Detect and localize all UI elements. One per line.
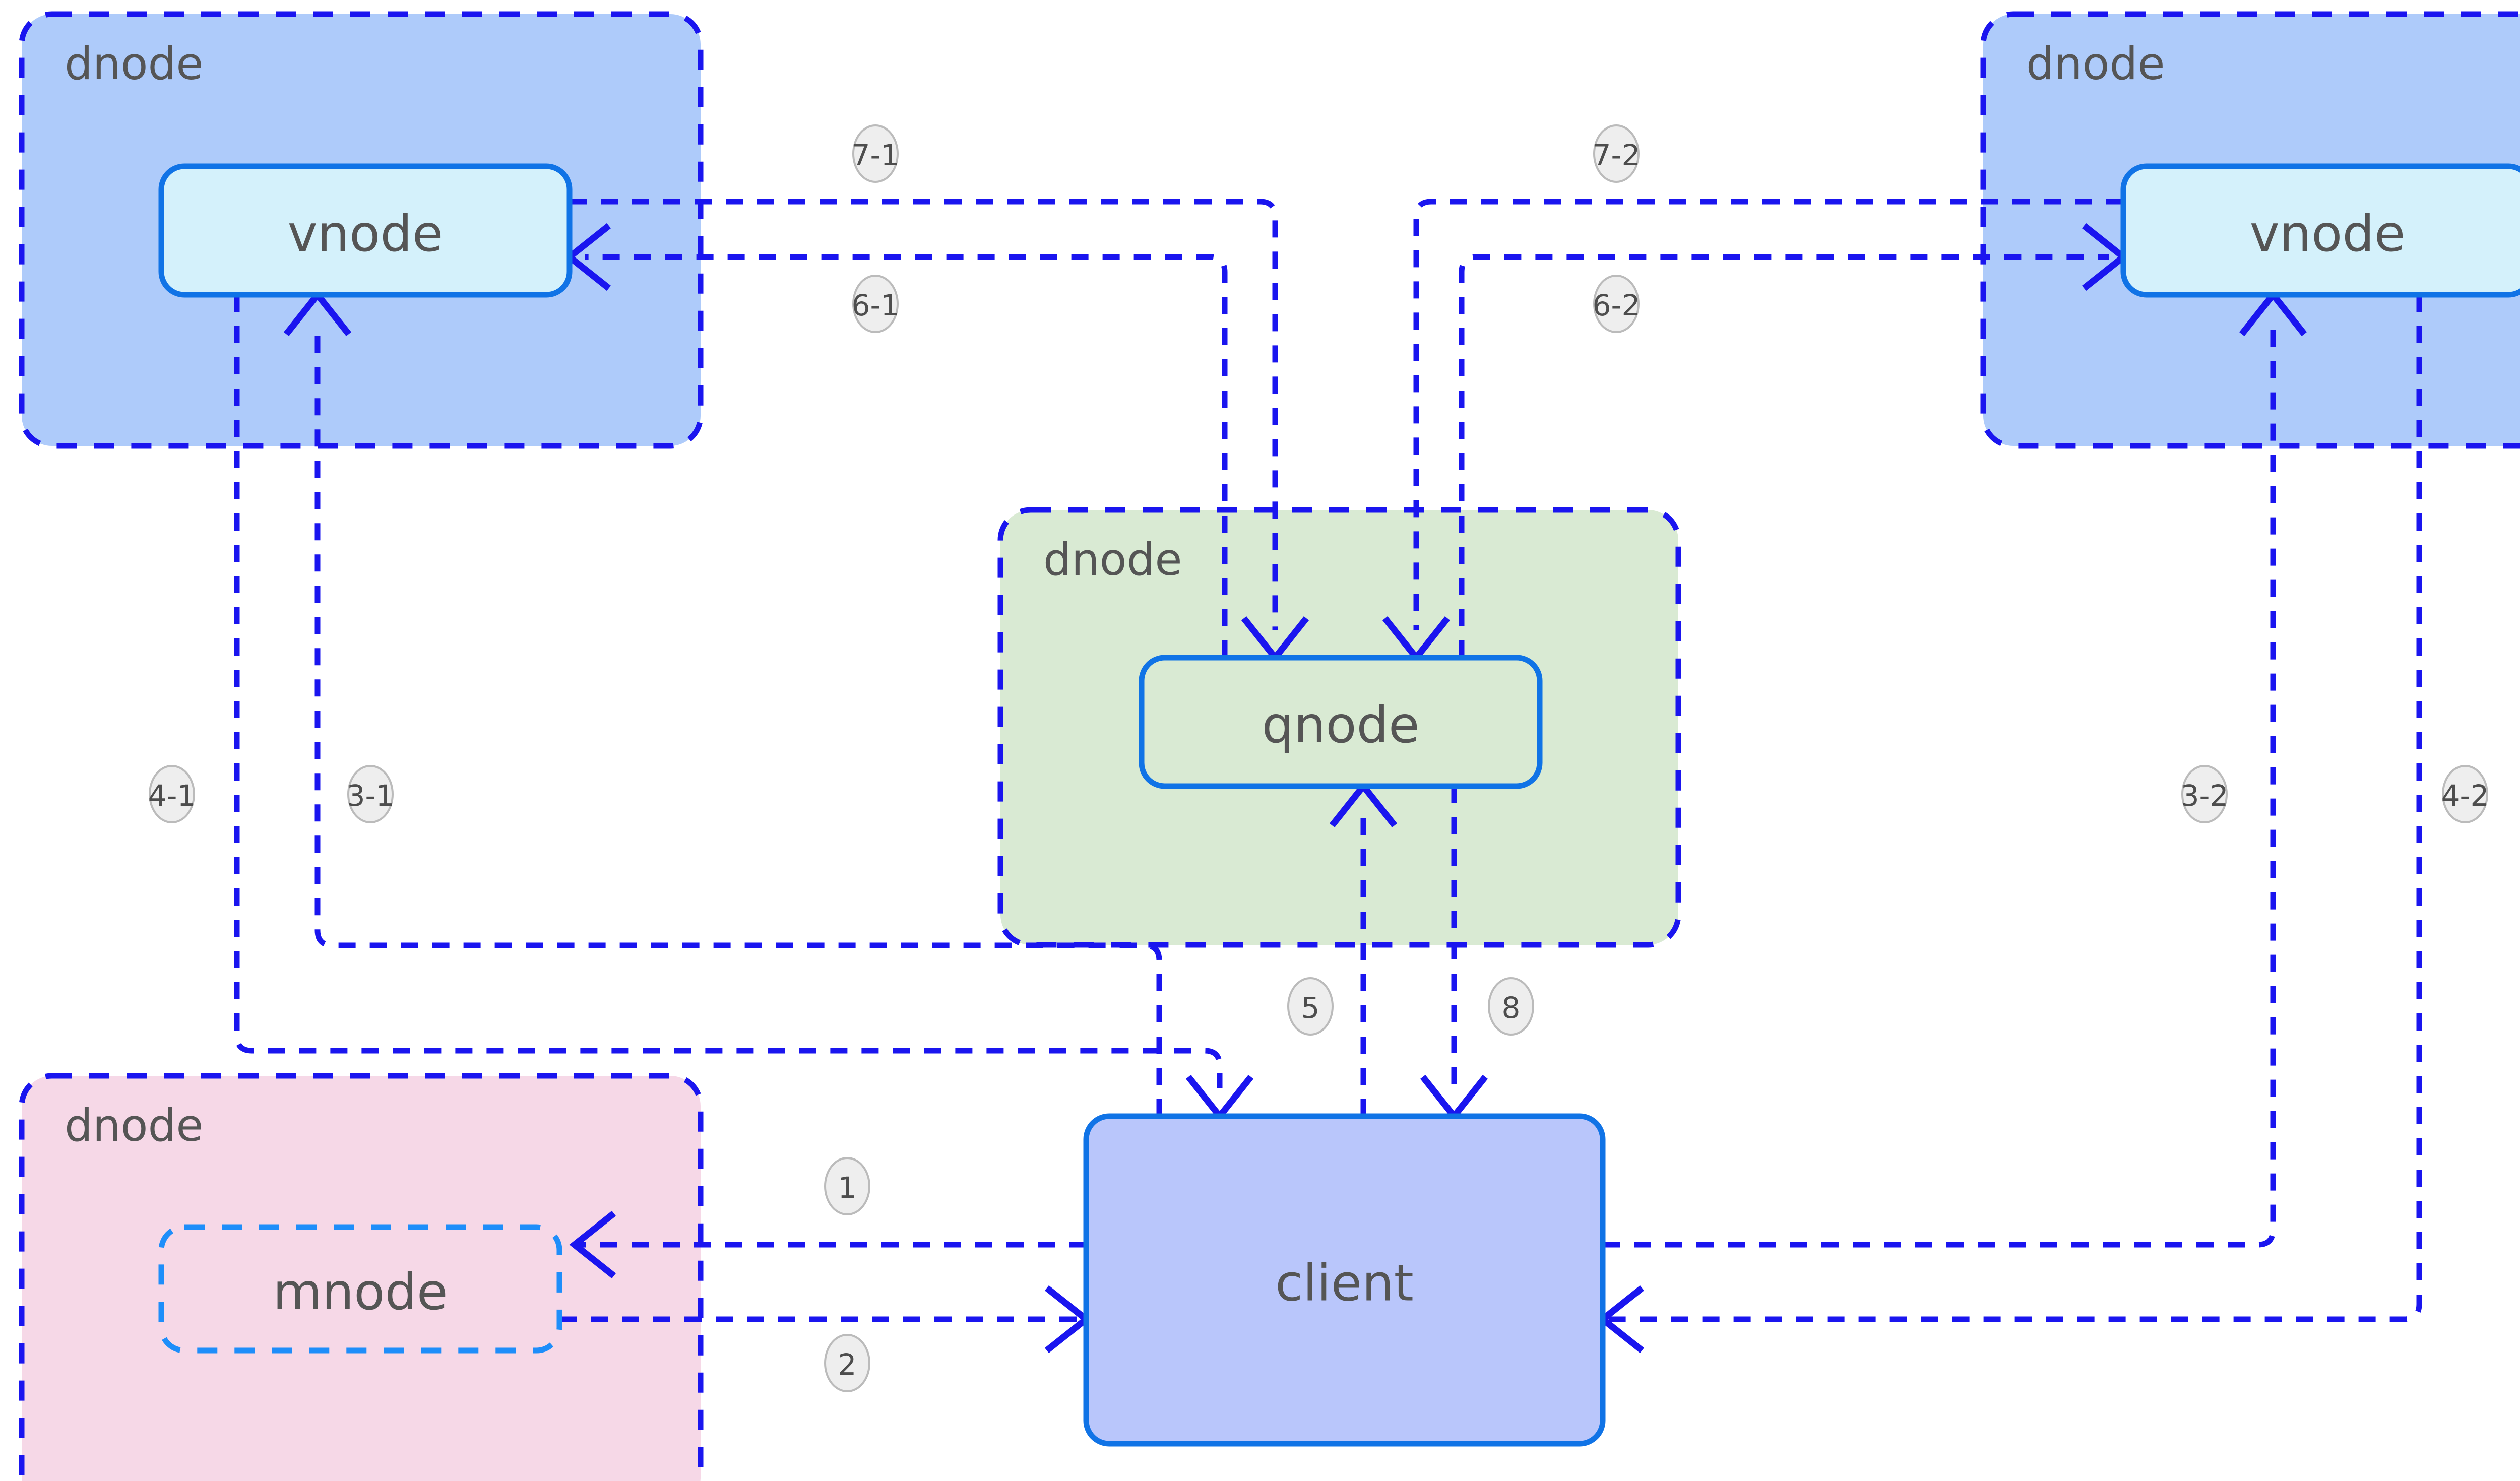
container-label: dnode (65, 38, 203, 90)
badge-7-2: 7-2 (1593, 124, 1641, 183)
badge-7-1: 7-1 (852, 124, 900, 183)
badge-ellipse (852, 124, 899, 183)
node-label: vnode (288, 204, 444, 263)
badge-layer: 7-1 6-1 7-2 6-2 4-1 3-1 3-2 4-2 5 8 1 2 (148, 124, 2489, 1392)
badge-3-1: 3-1 (347, 765, 395, 823)
node-box[interactable] (1139, 655, 1543, 789)
badge-ellipse (2442, 765, 2488, 823)
badge-4-1: 4-1 (148, 765, 196, 823)
badge-3-2: 3-2 (2181, 765, 2229, 823)
badge-label: 5 (1301, 991, 1320, 1025)
edge-line (570, 199, 1278, 630)
badge-4-2: 4-2 (2441, 765, 2489, 823)
badge-label: 2 (838, 1347, 857, 1382)
badge-8: 8 (1488, 977, 1534, 1036)
badge-label: 7-1 (852, 138, 900, 172)
badge-ellipse (824, 1334, 870, 1392)
node-label: client (1275, 1254, 1414, 1313)
edge-4-2 (1597, 295, 2422, 1354)
node-qnode[interactable]: qnode (1139, 655, 1543, 789)
node-vnode-left[interactable]: vnode (158, 163, 573, 298)
node-box[interactable] (1083, 1113, 1606, 1447)
node-vnode-right[interactable]: vnode (2120, 163, 2520, 298)
container-label: dnode (2026, 38, 2165, 90)
container-label: dnode (1043, 534, 1182, 586)
node-client[interactable]: client (1083, 1113, 1606, 1447)
badge-5: 5 (1287, 977, 1334, 1036)
node-mnode[interactable]: mnode (158, 1224, 562, 1354)
badge-6-2: 6-2 (1593, 275, 1641, 333)
container-label: dnode (65, 1100, 203, 1151)
badge-label: 4-1 (148, 779, 196, 813)
badge-label: 6-2 (1593, 288, 1641, 323)
node-label: mnode (273, 1262, 448, 1321)
edge-layer (234, 199, 2422, 1354)
badge-ellipse (149, 765, 195, 823)
edge-line (1459, 254, 2109, 658)
edge-line (585, 254, 1228, 658)
badge-label: 4-2 (2441, 779, 2489, 813)
edge-1 (569, 1210, 1086, 1279)
node-box[interactable] (158, 1224, 562, 1354)
badge-ellipse (2181, 765, 2228, 823)
node-layer: vnode vnode qnode mnode client (158, 163, 2520, 1447)
edge-line (1603, 295, 2422, 1322)
badge-label: 3-1 (347, 779, 395, 813)
badge-ellipse (1593, 124, 1640, 183)
badge-ellipse (1488, 977, 1534, 1036)
badge-ellipse (852, 275, 899, 333)
badge-label: 1 (838, 1171, 857, 1205)
edge-line (1603, 323, 2276, 1248)
node-box[interactable] (2120, 163, 2520, 298)
badge-2: 2 (824, 1334, 870, 1392)
edge-arrowhead (569, 1210, 616, 1279)
node-label: qnode (1262, 695, 1419, 754)
badge-label: 3-2 (2181, 779, 2229, 813)
badge-ellipse (1593, 275, 1640, 333)
badge-ellipse (1287, 977, 1334, 1036)
badge-1: 1 (824, 1157, 870, 1215)
node-box[interactable] (158, 163, 573, 298)
badge-ellipse (824, 1157, 870, 1215)
badge-label: 7-2 (1593, 138, 1641, 172)
edge-line (314, 323, 1162, 1116)
badge-6-1: 6-1 (852, 275, 900, 333)
badge-label: 6-1 (852, 288, 900, 323)
node-label: vnode (2250, 204, 2406, 263)
badge-ellipse (347, 765, 394, 823)
edge-line (1413, 199, 2123, 630)
badge-label: 8 (1502, 991, 1521, 1025)
